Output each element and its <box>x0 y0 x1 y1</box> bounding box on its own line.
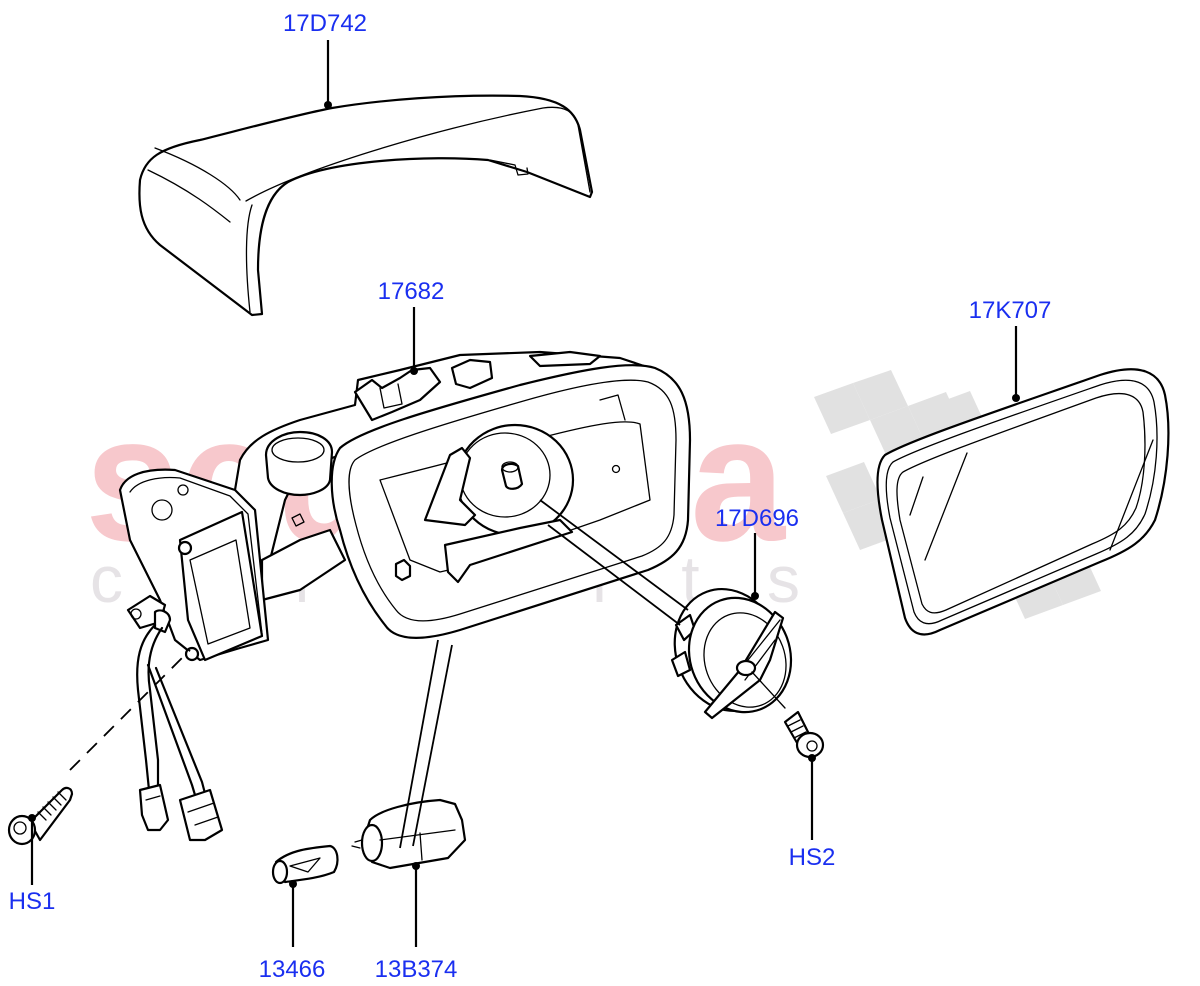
callout-17d742[interactable]: 17D742 <box>282 10 368 37</box>
puddle-lamp-assembly[interactable] <box>351 798 467 870</box>
callout-17k707[interactable]: 17K707 <box>968 297 1052 324</box>
mounting-bracket[interactable] <box>118 468 270 662</box>
mirror-actuator-motor[interactable] <box>658 574 807 727</box>
hs1-anchor-dot <box>28 814 36 822</box>
callout-17682[interactable]: 17682 <box>377 278 445 305</box>
mirror-housing-assembly[interactable] <box>198 350 692 639</box>
callout-hs2[interactable]: HS2 <box>788 844 836 871</box>
callout-13466[interactable]: 13466 <box>258 956 326 983</box>
callout-13b374[interactable]: 13B374 <box>374 956 458 983</box>
puddle-lamp-bulb[interactable] <box>271 844 339 888</box>
wiring-harness[interactable] <box>69 623 224 842</box>
mirror-glass[interactable] <box>876 368 1170 636</box>
callout-hs1[interactable]: HS1 <box>8 888 56 915</box>
13b374-anchor-dot <box>412 862 420 870</box>
motor-screw[interactable] <box>783 710 825 759</box>
mirror-cover-cap[interactable] <box>138 94 594 317</box>
13466-anchor-dot <box>289 880 297 888</box>
callout-17d696[interactable]: 17D696 <box>714 505 800 532</box>
leader-lines <box>30 40 1020 947</box>
mounting-bolt[interactable] <box>7 786 74 846</box>
